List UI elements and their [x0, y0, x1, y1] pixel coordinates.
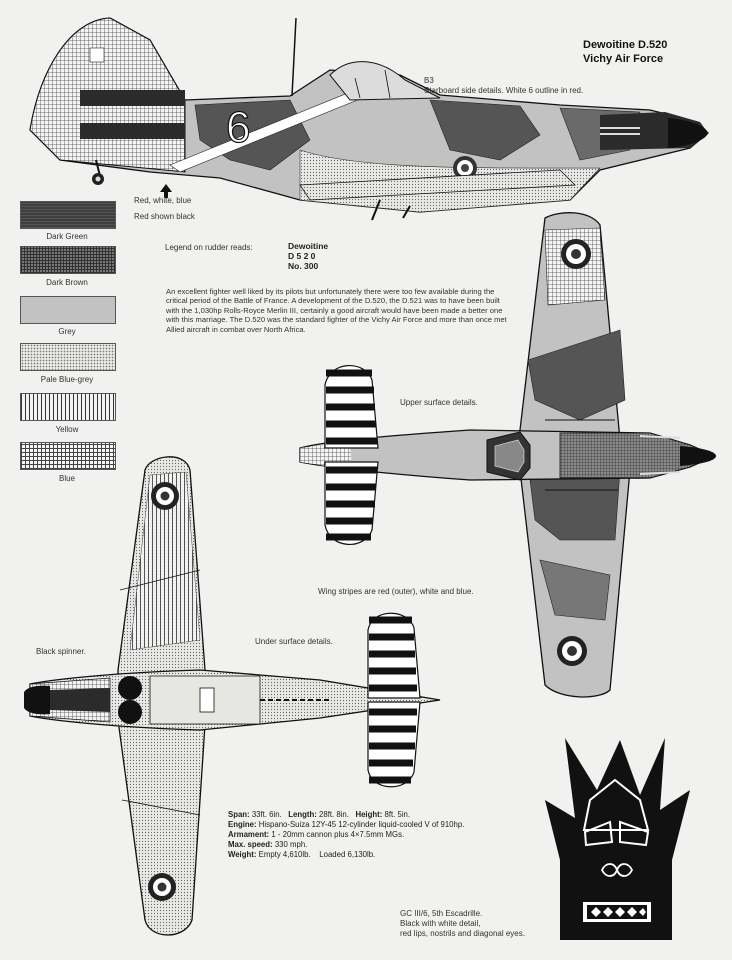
swatch-label: Dark Green: [46, 232, 88, 241]
spec-height-label: Height:: [355, 810, 383, 819]
spec-weight: Weight: Empty 4,610lb. Loaded 6,130lb.: [228, 850, 464, 860]
squadron-mask-insignia: [545, 738, 690, 940]
under-roundel-top: [151, 482, 179, 510]
under-roundel-bottom: [148, 873, 176, 901]
under-tailplane-bottom: [367, 701, 421, 788]
rudder-legend-line-1: Dewoitine: [288, 241, 329, 251]
swatch-pale-blue-grey: [20, 343, 116, 371]
swatch-label: Blue: [58, 474, 75, 483]
under-view-aircraft: [24, 456, 441, 936]
spec-weight-value: Empty 4,610lb. Loaded 6,130lb.: [258, 850, 376, 859]
upper-view-caption: Upper surface details.: [400, 398, 478, 407]
side-canopy: [329, 61, 441, 101]
swatch-dark-brown: [20, 246, 116, 274]
upper-tailplane-top: [324, 365, 379, 449]
specifications: Span: 33ft. 6in. Length: 28ft. 8in. Heig…: [228, 810, 464, 860]
spec-span-value: 33ft. 6in.: [251, 810, 282, 819]
upper-view-aircraft: [299, 212, 717, 698]
swatch-dark-green: [20, 201, 116, 229]
rudder-legend-line-3: No. 300: [288, 261, 319, 271]
spec-armament-label: Armament:: [228, 830, 270, 839]
under-view-caption: Under surface details.: [255, 637, 333, 646]
spec-dimensions: Span: 33ft. 6in. Length: 28ft. 8in. Heig…: [228, 810, 464, 820]
spec-engine-value: Hispano-Suiza 12Y-45 12-cylinder liquid-…: [258, 820, 465, 829]
side-caption-text: Starboard side details. White 6 outline …: [424, 86, 584, 95]
title-line-2: Vichy Air Force: [583, 53, 664, 65]
side-roundel: [453, 156, 477, 180]
rudder-legend-text: Dewoitine D 5 2 0 No. 300: [288, 241, 328, 271]
swatch-label: Yellow: [55, 425, 79, 434]
swatch-label: Pale Blue-grey: [40, 375, 94, 384]
side-view-caption: B3 Starboard side details. White 6 outli…: [424, 76, 654, 96]
swatch-label: Dark Brown: [46, 278, 88, 287]
side-fuselage-number: 6: [226, 103, 250, 152]
spec-length-label: Length:: [288, 810, 317, 819]
spec-span-label: Span:: [228, 810, 250, 819]
insignia-line-1: GC III/6, 5th Escadrille.: [400, 909, 483, 918]
spec-armament: Armament: 1 - 20mm cannon plus 4×7.5mm M…: [228, 830, 464, 840]
callout-colors: Red, white, blue: [134, 196, 192, 205]
spec-speed-label: Max. speed:: [228, 840, 273, 849]
title-line-1: Dewoitine D.520: [583, 39, 668, 51]
swatch-label: Grey: [58, 327, 76, 336]
upper-tailplane-bottom: [324, 461, 379, 545]
rudder-legend-intro: Legend on rudder reads:: [165, 243, 253, 252]
spec-engine-label: Engine:: [228, 820, 257, 829]
wing-stripes-note: Wing stripes are red (outer), white and …: [318, 587, 474, 596]
page-title: Dewoitine D.520 Vichy Air Force: [583, 38, 667, 66]
spinner-note: Black spinner.: [36, 647, 86, 656]
spec-height-value: 8ft. 5in.: [384, 810, 411, 819]
under-tailplane-top: [367, 612, 421, 699]
description-paragraph: An excellent fighter well liked by its p…: [166, 287, 507, 334]
spec-engine: Engine: Hispano-Suiza 12Y-45 12-cylinder…: [228, 820, 464, 830]
rudder-legend-line-2: D 5 2 0: [288, 251, 316, 261]
callout-arrow-icon: [160, 184, 172, 198]
spec-weight-label: Weight:: [228, 850, 257, 859]
insignia-line-3: red lips, nostrils and diagonal eyes.: [400, 929, 525, 938]
spec-armament-value: 1 - 20mm cannon plus 4×7.5mm MGs.: [271, 830, 405, 839]
spec-speed-value: 330 mph.: [274, 840, 308, 849]
swatch-yellow: [20, 393, 116, 421]
swatch-grey: [20, 296, 116, 324]
upper-roundel-top: [561, 239, 591, 269]
upper-roundel-bottom: [557, 636, 587, 666]
spec-length-value: 28ft. 8in.: [319, 810, 349, 819]
side-view-aircraft: 6: [29, 17, 710, 221]
swatch-blue: [20, 442, 116, 470]
insignia-caption: GC III/6, 5th Escadrille. Black with whi…: [400, 909, 560, 939]
side-caption-code: B3: [424, 76, 434, 85]
callout-red-note: Red shown black: [134, 212, 195, 221]
spec-speed: Max. speed: 330 mph.: [228, 840, 464, 850]
insignia-line-2: Black with white detail,: [400, 919, 481, 928]
